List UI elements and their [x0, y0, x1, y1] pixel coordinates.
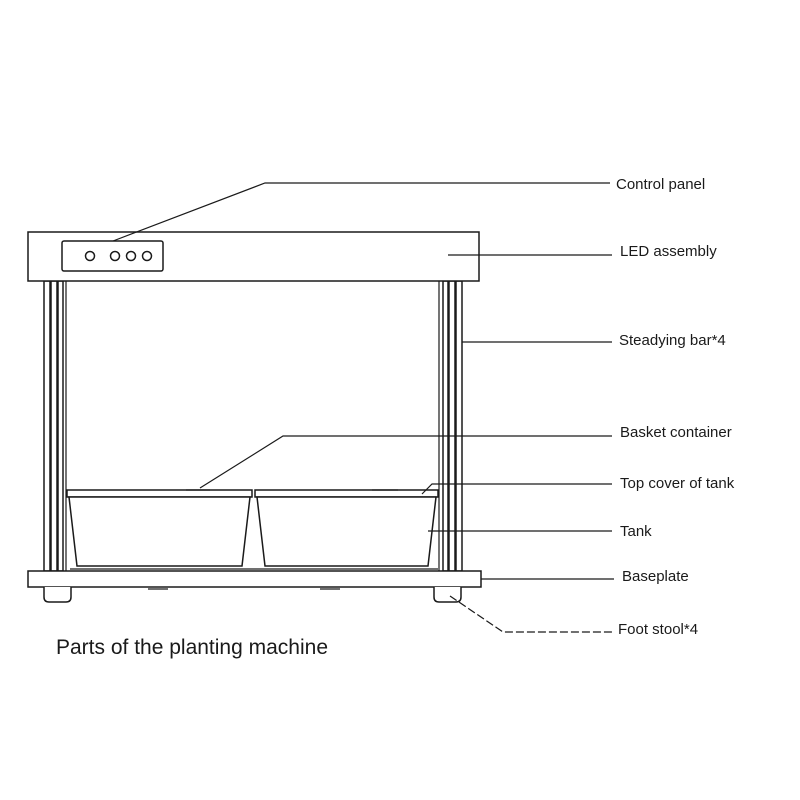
leader-control-panel — [112, 182, 610, 242]
label-led-assembly: LED assembly — [620, 243, 717, 260]
control-button-1 — [84, 250, 96, 262]
control-button-3 — [125, 250, 137, 262]
leader-basket-container — [199, 435, 612, 489]
label-basket-container: Basket container — [620, 424, 732, 441]
right-steadying-bars — [438, 280, 463, 572]
label-foot-stool: Foot stool*4 — [618, 621, 699, 638]
label-tank: Tank — [620, 523, 652, 540]
foot-stools — [43, 587, 462, 603]
right-tank — [254, 489, 439, 567]
baseplate — [27, 568, 482, 588]
left-tank — [66, 489, 253, 567]
control-panel — [61, 240, 164, 272]
control-button-2 — [109, 250, 121, 262]
diagram-caption: Parts of the planting machine — [56, 636, 328, 659]
left-steadying-bars — [43, 280, 67, 572]
label-steadying-bar: Steadying bar*4 — [619, 332, 726, 349]
leader-foot-stool — [449, 595, 614, 633]
leader-top-cover — [421, 483, 612, 495]
label-control-panel: Control panel — [616, 176, 706, 193]
control-button-4 — [141, 250, 153, 262]
label-baseplate: Baseplate — [622, 568, 689, 585]
label-top-cover-of-tank: Top cover of tank — [620, 475, 735, 492]
leader-lines — [112, 182, 614, 633]
